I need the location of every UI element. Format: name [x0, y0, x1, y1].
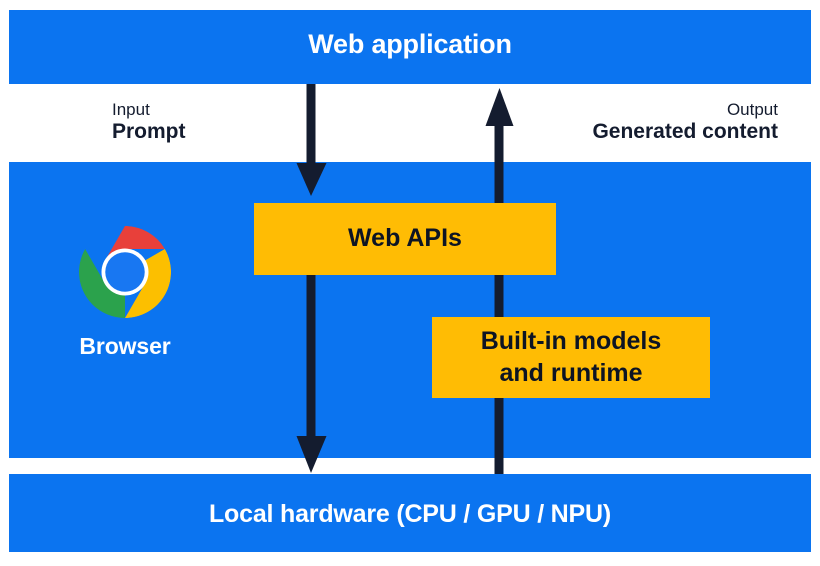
web-apis-label: Web APIs	[348, 224, 462, 253]
output-flow-label: Output Generated content	[592, 100, 778, 145]
input-flow-label: Input Prompt	[112, 100, 186, 145]
input-kind-text: Input	[112, 100, 150, 119]
input-value-text: Prompt	[112, 120, 186, 144]
web-application-label: Web application	[308, 29, 512, 59]
builtin-models-line1: Built-in models	[480, 327, 662, 356]
builtin-models-line2: and runtime	[499, 358, 643, 387]
output-value-text: Generated content	[592, 120, 778, 144]
local-hardware-label: Local hardware (CPU / GPU / NPU)	[208, 500, 611, 528]
browser-group: Browser	[33, 225, 217, 360]
web-apis-box[interactable]: Web APIs	[254, 203, 556, 275]
builtin-models-box[interactable]: Built-in models and runtime	[432, 317, 710, 398]
browser-label: Browser	[79, 333, 171, 359]
local-hardware-band	[9, 474, 811, 552]
web-application-band	[9, 10, 811, 84]
builtin-models-label: Built-in models and runtime	[481, 326, 662, 389]
chrome-logo-icon	[78, 225, 172, 319]
output-kind-text: Output	[726, 100, 778, 119]
